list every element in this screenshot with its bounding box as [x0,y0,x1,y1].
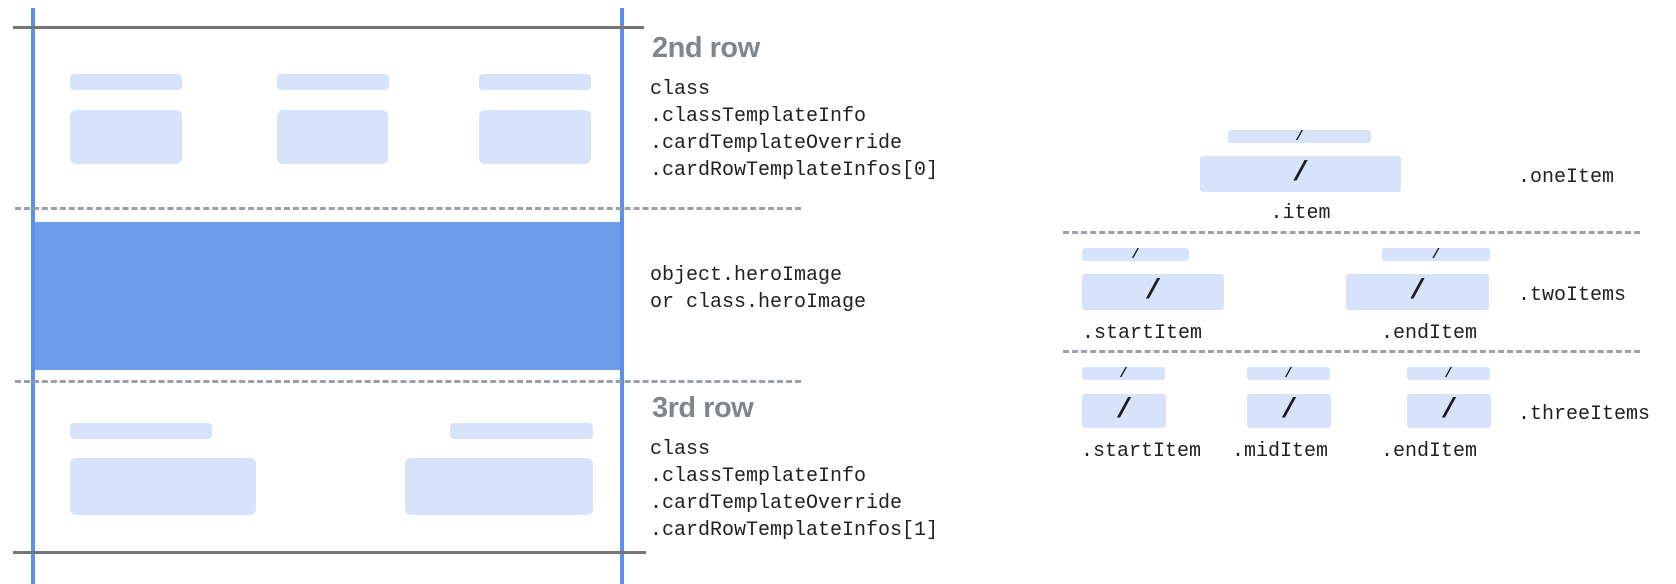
code-line: object.heroImage [650,264,843,287]
item-value-bar: / [1247,394,1331,428]
card-top-line [13,26,644,29]
item-value-bar: / [1407,394,1491,428]
item-value-bar: / [1082,274,1224,310]
item-label-bar: / [1228,128,1371,145]
placeholder-value-block [70,110,182,164]
item-label-bar: / [1382,246,1490,263]
placeholder-value-block [479,110,591,164]
second-row-heading: 2nd row [652,32,760,64]
slash-glyph: / [1409,276,1426,307]
placeholder-value-block [70,458,256,515]
slash-glyph: / [1144,276,1162,307]
row-divider-dashed-top [15,207,801,210]
item-label-bar: / [1247,365,1330,382]
slash-glyph: / [1280,395,1298,426]
row-divider-dashed-bottom [15,380,801,383]
slash-glyph: / [1295,128,1304,145]
placeholder-value-block [277,110,388,164]
code-line: .cardRowTemplateInfos[0] [650,159,939,182]
card-right-edge-line [620,8,624,584]
item-label-bar: / [1082,365,1165,382]
card-bottom-line [13,551,646,554]
code-line: .cardRowTemplateInfos[1] [650,519,939,542]
hero-image-band [35,222,620,370]
slash-glyph: / [1119,365,1128,382]
code-line: .cardTemplateOverride [650,492,903,515]
item-section-divider [1063,231,1640,234]
item-caption: .startItem [1081,440,1202,463]
third-row-heading: 3rd row [652,392,754,424]
code-line: .classTemplateInfo [650,105,867,128]
item-value-bar: / [1346,274,1489,310]
code-line: .cardTemplateOverride [650,132,903,155]
code-line: or class.heroImage [650,291,867,314]
placeholder-label-bar [70,423,212,439]
item-caption: .item [1270,202,1331,225]
slash-glyph: / [1440,395,1458,426]
item-caption: .midItem [1232,440,1329,463]
item-value-bar: / [1200,156,1401,192]
item-label-bar: / [1082,246,1189,263]
slash-glyph: / [1444,365,1453,382]
slash-glyph: / [1284,365,1293,382]
item-caption: .endItem [1381,440,1478,463]
code-line: class [650,438,711,461]
code-line: .classTemplateInfo [650,465,867,488]
card-left-edge-line [31,8,35,584]
two-items-label: .twoItems [1518,284,1627,307]
code-line: class [650,78,711,101]
three-items-label: .threeItems [1518,403,1651,426]
slash-glyph: / [1115,395,1133,426]
placeholder-value-block [405,458,593,515]
item-value-bar: / [1082,394,1166,428]
placeholder-label-bar [450,423,593,439]
slash-glyph: / [1131,246,1140,263]
item-label-bar: / [1407,365,1490,382]
item-section-divider [1063,350,1640,353]
slash-glyph: / [1292,158,1309,189]
placeholder-label-bar [479,74,591,90]
one-item-label: .oneItem [1518,166,1615,189]
placeholder-label-bar [277,74,389,90]
placeholder-label-bar [70,74,182,90]
item-caption: .startItem [1082,322,1203,345]
slash-glyph: / [1431,246,1441,263]
item-caption: .endItem [1381,322,1478,345]
